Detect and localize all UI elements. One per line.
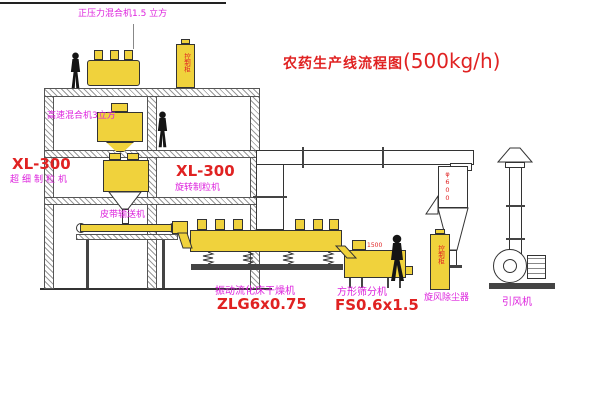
control-cabinet-right: 控制柜 xyxy=(430,234,450,290)
label-square-sifter: 方形筛分机 xyxy=(337,287,387,298)
duct-flange xyxy=(302,147,304,168)
dryer-top-stack xyxy=(233,219,243,230)
dryer-base-frame xyxy=(191,264,343,270)
sifter-leg xyxy=(399,278,401,288)
conveyor-leg xyxy=(162,240,165,288)
granulator-body xyxy=(103,160,149,192)
sifter-leg xyxy=(361,278,363,288)
control-cabinet-top: 控制柜 xyxy=(176,44,195,88)
dryer-exhaust-duct-vertical xyxy=(256,160,284,230)
pressure-mixer-port xyxy=(110,50,119,60)
building-beam-lower xyxy=(44,197,260,205)
belt-conveyor-body xyxy=(80,224,172,232)
building-beam-top xyxy=(44,88,260,97)
sifter-dimension-note: 1500 xyxy=(367,242,383,249)
person-figure xyxy=(70,52,81,89)
control-cabinet-right-label: 控制柜 xyxy=(436,245,445,265)
high-speed-mixer-body xyxy=(97,112,143,142)
ground-line xyxy=(40,288,272,290)
control-cabinet-top-label: 控制柜 xyxy=(182,53,191,73)
dryer-top-stack xyxy=(329,219,339,230)
label-fluid-bed-dryer-model: ZLG6x0.75 xyxy=(217,295,307,313)
label-cyclone: 旋风除尘器 xyxy=(424,293,470,303)
building-column-left xyxy=(44,96,54,289)
high-speed-mixer-motor xyxy=(111,103,128,112)
person-figure xyxy=(391,234,404,281)
conveyor-leg xyxy=(86,240,89,288)
page-title: 农药生产线流程图(500kg/h) xyxy=(283,49,500,73)
dryer-top-stack xyxy=(295,219,305,230)
label-pressure-mixer: 正压力混合机1.5 立方 xyxy=(78,9,168,19)
building-beam-mid xyxy=(44,150,260,158)
fan-hub xyxy=(503,259,517,273)
label-granulator-right-model: XL-300 xyxy=(176,162,235,180)
dryer-feed-chute xyxy=(177,232,193,249)
label-granulator-left-name: 超细制粒机 xyxy=(10,175,71,185)
duct-flange xyxy=(382,147,384,168)
sifter-leg xyxy=(349,278,351,288)
fluid-bed-dryer-body xyxy=(190,230,342,252)
cyclone-diameter-note: φ600 xyxy=(443,170,452,202)
person-figure xyxy=(157,111,168,148)
label-induced-draft-fan: 引风机 xyxy=(502,297,532,308)
granulator-discharge-cone xyxy=(107,191,143,210)
exhaust-duct-horizontal xyxy=(256,150,474,165)
sifter-feed-chute xyxy=(334,245,358,259)
control-cabinet-top-cap xyxy=(181,39,190,44)
pressure-mixer-port xyxy=(124,50,133,60)
label-high-speed-mixer: 高速混合机3立方 xyxy=(47,111,116,121)
dryer-vibration-springs xyxy=(202,251,335,265)
stack-rain-cap xyxy=(496,147,534,163)
fan-motor xyxy=(527,255,546,279)
granulator-top-port xyxy=(109,153,121,160)
fan-base xyxy=(489,283,555,289)
duct-flange xyxy=(253,196,287,198)
label-granulator-right-name: 旋转制粒机 xyxy=(175,183,221,193)
cyclone-support-bracket xyxy=(425,194,439,215)
label-leader-line xyxy=(133,24,134,49)
dryer-top-stack xyxy=(313,219,323,230)
label-granulator-left-model: XL-300 xyxy=(12,155,71,173)
title-capacity: (500kg/h) xyxy=(403,49,501,73)
cyclone-discharge-pipe xyxy=(449,250,457,266)
stack-pipe xyxy=(509,167,522,260)
granulator-outlet-pipe xyxy=(122,209,129,224)
control-cabinet-right-cap xyxy=(435,229,445,234)
cyclone-discharge-flange xyxy=(444,265,462,268)
dryer-top-stack xyxy=(197,219,207,230)
title-text: 农药生产线流程图 xyxy=(283,56,403,72)
granulator-top-port xyxy=(127,153,139,160)
dryer-top-stack xyxy=(215,219,225,230)
label-square-sifter-model: FS0.6x1.5 xyxy=(335,296,419,314)
stack-flange xyxy=(506,205,525,207)
label-fluid-bed-dryer: 振动流化床干燥机 xyxy=(215,286,295,297)
drawing-border-line xyxy=(0,2,226,4)
sifter-inlet xyxy=(352,240,366,250)
stack-flange xyxy=(506,238,525,240)
label-belt-conveyor: 皮带输送机 xyxy=(100,210,146,220)
sifter-leg xyxy=(387,278,389,288)
cyclone-cylinder xyxy=(438,166,468,208)
conveyor-support-beam xyxy=(76,234,178,240)
pressure-mixer-body xyxy=(87,60,140,86)
pressure-mixer-port xyxy=(94,50,103,60)
